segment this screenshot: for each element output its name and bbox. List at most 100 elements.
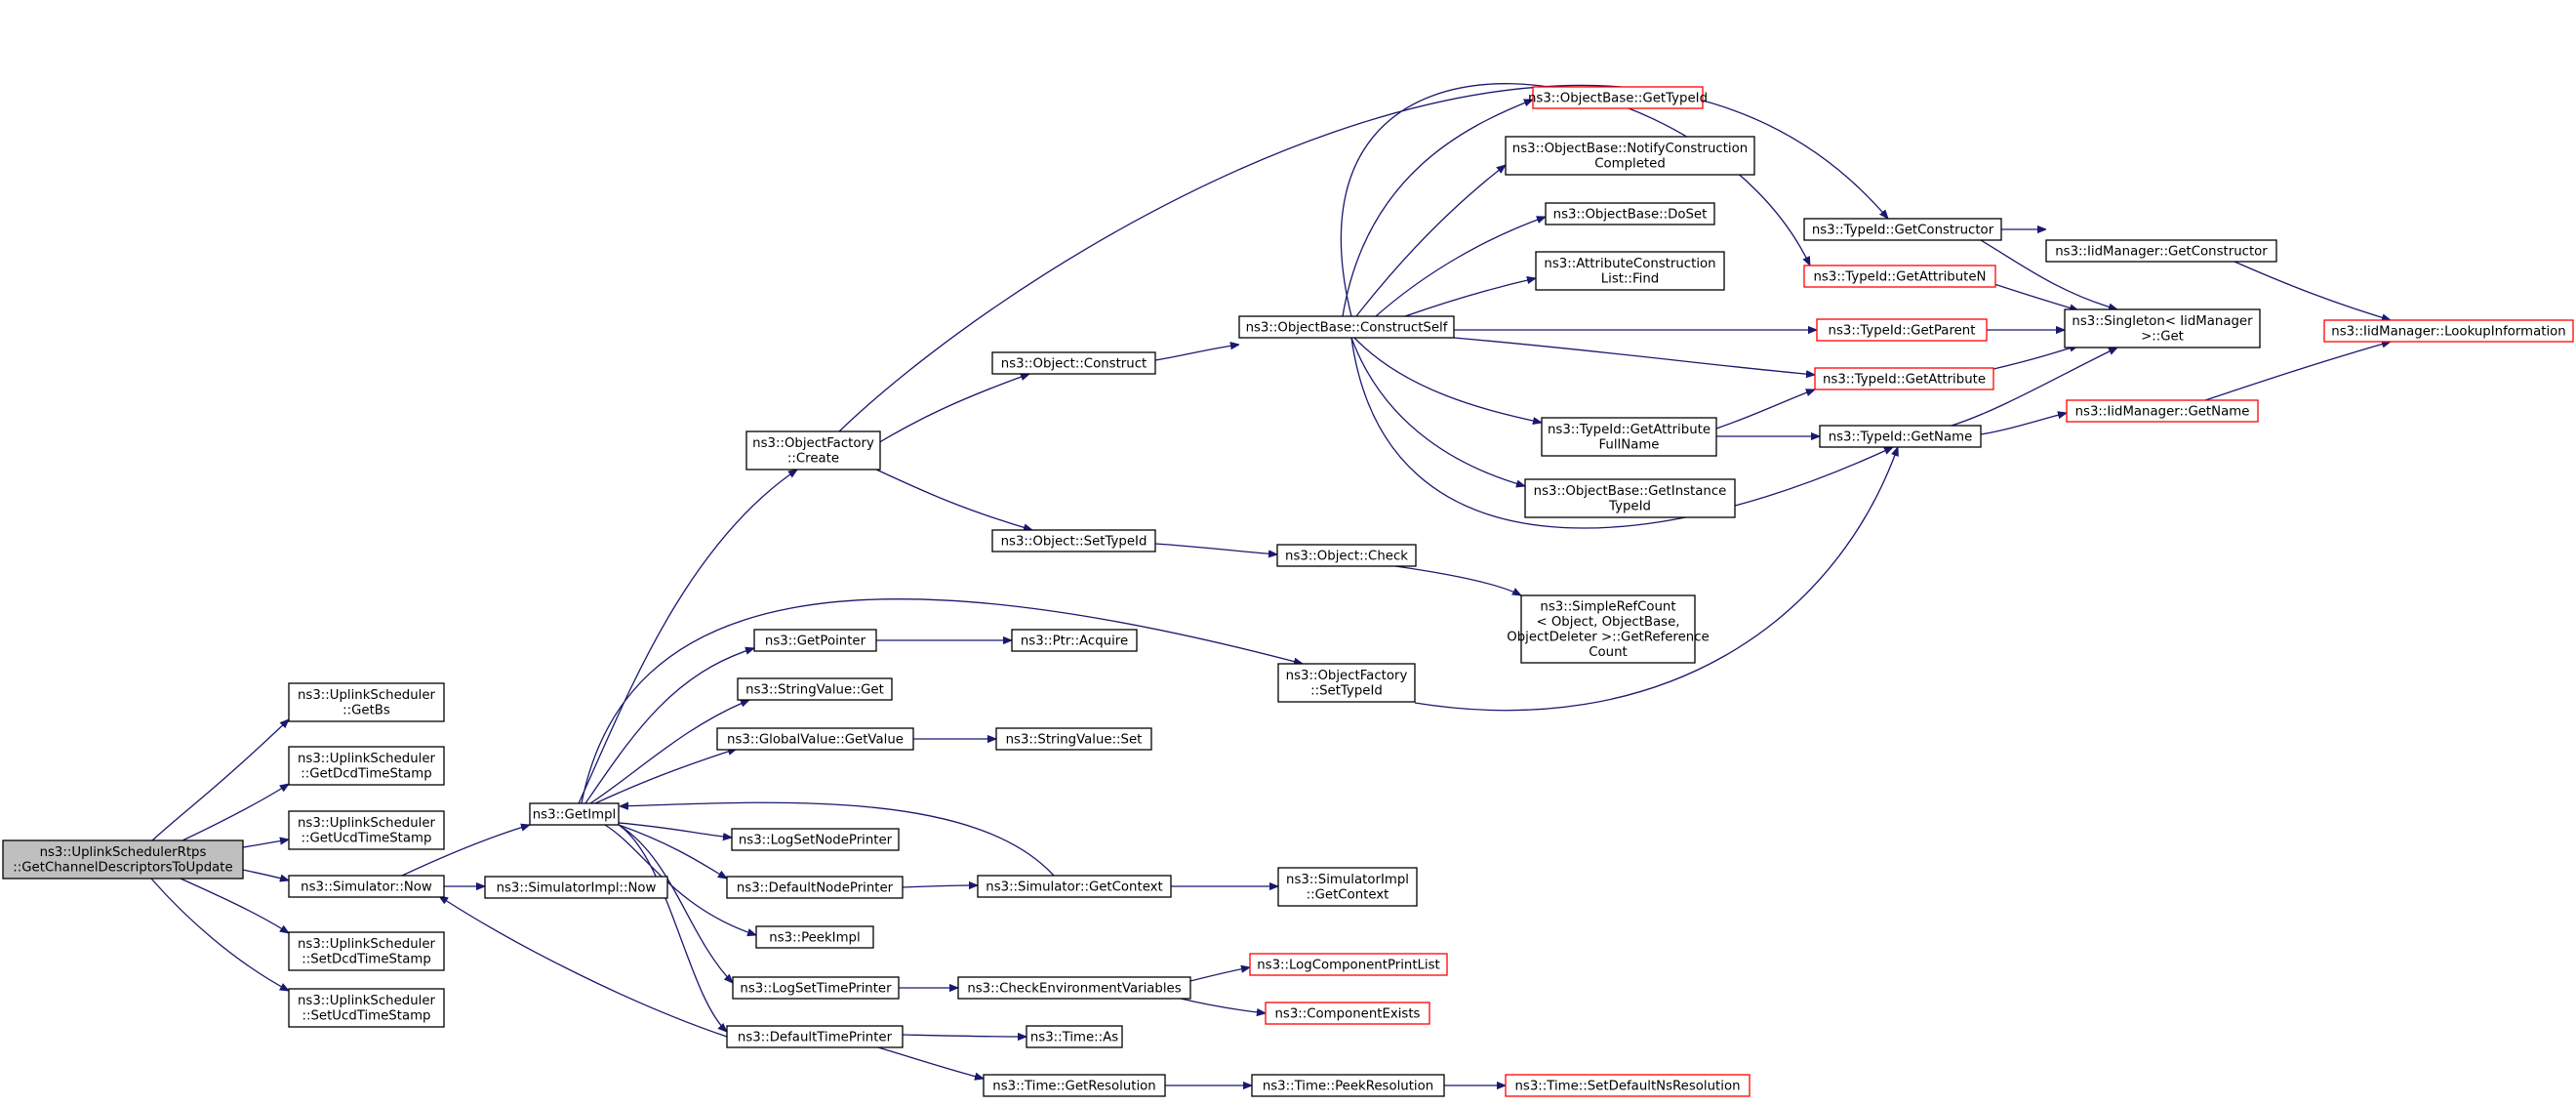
call-edge: [1350, 337, 1893, 529]
node-label: ::GetChannelDescriptorsToUpdate: [13, 861, 232, 876]
node-setucd[interactable]: ns3::UplinkScheduler::SetUcdTimeStamp: [288, 988, 445, 1028]
node-tidgetname[interactable]: ns3::TypeId::GetName: [1819, 425, 1982, 448]
call-edges: [150, 83, 2391, 1085]
call-edge: [2204, 342, 2391, 401]
node-tidgetconstructor[interactable]: ns3::TypeId::GetConstructor: [1803, 218, 2002, 241]
node-box: [1803, 218, 2002, 241]
call-edge: [1353, 337, 1542, 423]
node-logcompprintlist[interactable]: ns3::LogComponentPrintList: [1249, 953, 1448, 976]
node-logsettime[interactable]: ns3::LogSetTimePrinter: [732, 976, 900, 1000]
node-label: ns3::LogSetNodePrinter: [739, 833, 893, 847]
node-timeas[interactable]: ns3::Time::As: [1026, 1025, 1123, 1048]
node-getimpl[interactable]: ns3::GetImpl: [529, 802, 620, 826]
node-tidgetattrn[interactable]: ns3::TypeId::GetAttributeN: [1803, 265, 1996, 288]
node-box: [1816, 318, 1988, 342]
node-obgettypeid[interactable]: ns3::ObjectBase::GetTypeId: [1528, 86, 1708, 109]
node-singletonget[interactable]: ns3::Singleton< IidManager>::Get: [2064, 308, 2261, 348]
node-box: [288, 810, 445, 850]
call-edge: [618, 824, 733, 983]
node-getpointer[interactable]: ns3::GetPointer: [753, 629, 877, 652]
node-timepeekres[interactable]: ns3::Time::PeekResolution: [1251, 1074, 1445, 1097]
node-getbs[interactable]: ns3::UplinkScheduler::GetBs: [288, 682, 445, 722]
call-edge: [401, 825, 530, 877]
node-label: ns3::SimulatorImpl::Now: [497, 880, 657, 895]
node-box: [529, 802, 620, 826]
node-box: [2045, 239, 2277, 263]
call-edge: [877, 1046, 984, 1079]
node-objsettypeid[interactable]: ns3::Object::SetTypeId: [991, 529, 1156, 552]
node-timesetdefns[interactable]: ns3::Time::SetDefaultNsResolution: [1505, 1074, 1751, 1097]
node-checkenv[interactable]: ns3::CheckEnvironmentVariables: [957, 976, 1191, 1000]
node-label: ns3::LogComponentPrintList: [1257, 958, 1440, 972]
node-box: [2064, 308, 2261, 348]
node-box: [1803, 265, 1996, 288]
node-label: ns3::GetPointer: [765, 634, 866, 648]
node-gvgetvalue[interactable]: ns3::GlobalValue::GetValue: [716, 727, 914, 751]
node-label: ns3::UplinkSchedulerRtps: [40, 845, 207, 860]
node-label: ns3::StringValue::Set: [1006, 732, 1143, 747]
node-simimplgetcontext[interactable]: ns3::SimulatorImpl::GetContext: [1277, 867, 1418, 907]
node-simplerefcount[interactable]: ns3::SimpleRefCount< Object, ObjectBase,…: [1507, 594, 1710, 664]
node-box: [991, 351, 1156, 375]
node-root[interactable]: ns3::UplinkSchedulerRtps::GetChannelDesc…: [2, 839, 244, 880]
node-timegetres[interactable]: ns3::Time::GetResolution: [983, 1074, 1166, 1097]
call-edge: [902, 1035, 1026, 1037]
call-edge: [1154, 543, 1277, 554]
node-label: ::Create: [787, 452, 839, 467]
node-label: < Object, ObjectBase,: [1536, 615, 1679, 630]
node-iidmgrgetname[interactable]: ns3::IidManager::GetName: [2066, 399, 2259, 423]
node-label: ns3::TypeId::GetName: [1829, 430, 1973, 444]
call-edge: [618, 822, 732, 838]
node-logsetnode[interactable]: ns3::LogSetNodePrinter: [731, 828, 900, 851]
node-box: [2066, 399, 2259, 423]
node-getdcd[interactable]: ns3::UplinkScheduler::GetDcdTimeStamp: [288, 746, 445, 786]
node-box: [745, 430, 881, 471]
node-obconstructself[interactable]: ns3::ObjectBase::ConstructSelf: [1238, 315, 1455, 339]
node-label: ns3::ObjectFactory: [1286, 669, 1408, 683]
node-label: ns3::TypeId::GetAttribute: [1823, 372, 1986, 387]
node-objfactsettypeid[interactable]: ns3::ObjectFactory::SetTypeId: [1277, 663, 1416, 703]
node-label: ns3::DefaultNodePrinter: [737, 880, 894, 895]
node-ptracquire[interactable]: ns3::Ptr::Acquire: [1011, 629, 1138, 652]
node-strvalget[interactable]: ns3::StringValue::Get: [737, 677, 893, 701]
node-tidgetparent[interactable]: ns3::TypeId::GetParent: [1816, 318, 1988, 342]
node-box: [1238, 315, 1455, 339]
node-objcheck[interactable]: ns3::Object::Check: [1276, 544, 1417, 567]
node-tidgetattr[interactable]: ns3::TypeId::GetAttribute: [1814, 367, 1994, 390]
node-obdoset[interactable]: ns3::ObjectBase::DoSet: [1545, 202, 1715, 225]
node-deftimeprinter[interactable]: ns3::DefaultTimePrinter: [726, 1025, 904, 1048]
node-label: FullName: [1599, 438, 1660, 453]
node-compexists[interactable]: ns3::ComponentExists: [1265, 1002, 1430, 1025]
node-box: [288, 988, 445, 1028]
call-edge: [1350, 337, 1525, 486]
node-label: ns3::IidManager::GetConstructor: [2055, 244, 2268, 259]
node-simnow[interactable]: ns3::Simulator::Now: [288, 875, 445, 898]
call-edge: [439, 896, 728, 1038]
node-peekimpl[interactable]: ns3::PeekImpl: [755, 925, 874, 949]
node-obnotify[interactable]: ns3::ObjectBase::NotifyConstructionCompl…: [1505, 136, 1755, 176]
node-box: [1011, 629, 1138, 652]
node-iidmgrlookup[interactable]: ns3::IidManager::LookupInformation: [2323, 319, 2574, 343]
node-label: ns3::Object::SetTypeId: [1001, 534, 1147, 549]
node-setdcd[interactable]: ns3::UplinkScheduler::SetDcdTimeStamp: [288, 931, 445, 971]
node-label: ns3::ComponentExists: [1274, 1006, 1420, 1021]
node-objfactcreate[interactable]: ns3::ObjectFactory::Create: [745, 430, 881, 471]
node-defnodeprinter[interactable]: ns3::DefaultNodePrinter: [726, 876, 904, 899]
node-simgetcontext[interactable]: ns3::Simulator::GetContext: [977, 875, 1172, 898]
node-objconstruct[interactable]: ns3::Object::Construct: [991, 351, 1156, 375]
node-iidmgrgetconstructor[interactable]: ns3::IidManager::GetConstructor: [2045, 239, 2277, 263]
call-edge: [180, 784, 289, 842]
node-label: ns3::AttributeConstruction: [1544, 257, 1715, 271]
node-simimplnow[interactable]: ns3::SimulatorImpl::Now: [484, 876, 668, 899]
node-label: >::Get: [2141, 330, 2184, 345]
node-strvalset[interactable]: ns3::StringValue::Set: [995, 727, 1152, 751]
node-box: [1265, 1002, 1430, 1025]
node-box: [1277, 867, 1418, 907]
node-getucd[interactable]: ns3::UplinkScheduler::GetUcdTimeStamp: [288, 810, 445, 850]
node-box: [732, 976, 900, 1000]
node-box: [1249, 953, 1448, 976]
